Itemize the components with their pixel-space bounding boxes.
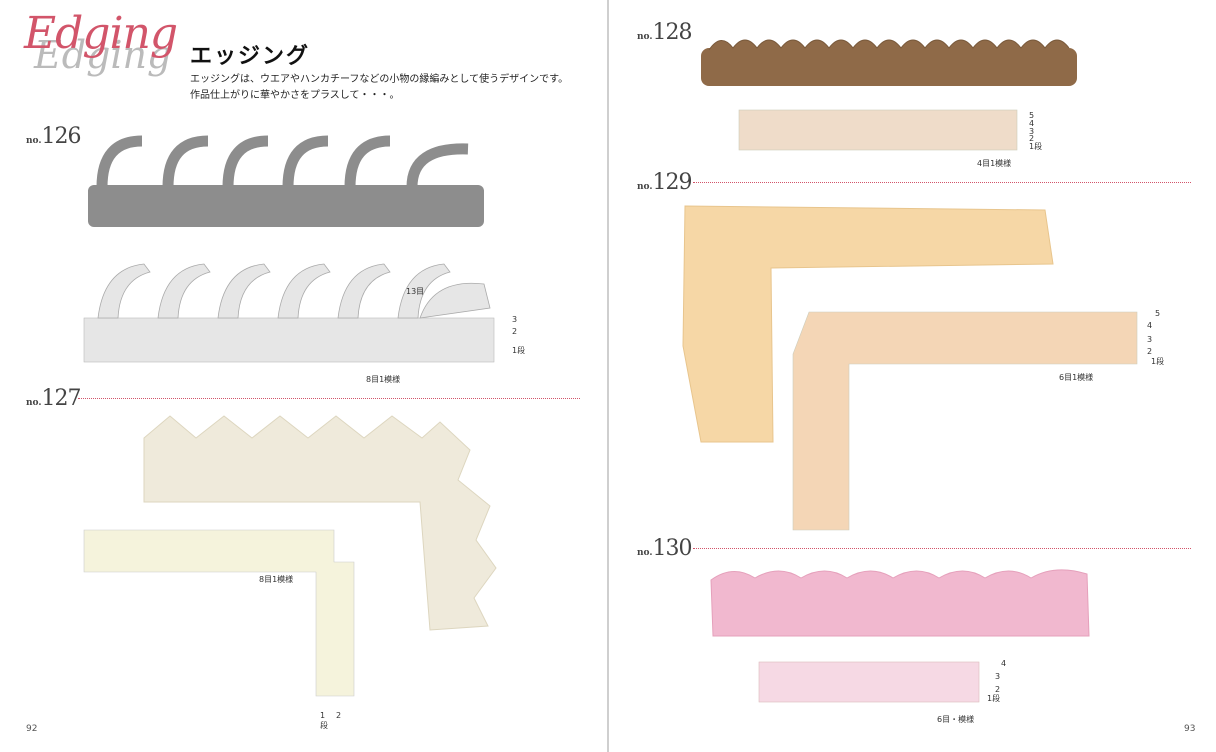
chart-127-repeat-note: 8目1模様: [259, 574, 293, 584]
pattern-number-129: no.129: [637, 170, 693, 195]
pattern-number-130: no.130: [637, 536, 693, 561]
chart-128-row-3: 3: [1029, 127, 1034, 136]
chart-130-row-2: 2: [995, 685, 1000, 694]
chart-130-row-3: 3: [995, 672, 1000, 681]
chart-129-row-3: 3: [1147, 335, 1152, 344]
chart-130-band: [758, 661, 980, 703]
chart-127-row-1: 1: [320, 711, 325, 720]
chart-129-repeat-note: 6目1模様: [1059, 372, 1093, 382]
separator-129: [693, 182, 1191, 183]
chart-128: 5 4 3 2 1段 4目1模様: [738, 109, 1042, 168]
swatch-128-puffs: [708, 39, 1070, 51]
swatch-128-band: [701, 48, 1077, 86]
swatch-129-shape: [682, 205, 1054, 443]
swatch-126-band: [88, 185, 484, 227]
intro-line-1: エッジングは、ウエアやハンカチーフなどの小物の縁編みとして使うデザインです。: [190, 74, 569, 85]
chart-127: 8目1模様 1 2 段: [83, 529, 355, 730]
chart-127-row-label: 段: [320, 720, 328, 730]
left-page: Edging Edging エッジング エッジングは、ウエアやハンカチーフなどの…: [0, 0, 607, 752]
separator-127: [78, 398, 580, 399]
chart-128-row-2: 2: [1029, 134, 1034, 143]
chart-126-repeat-note: 8目1模様: [366, 374, 400, 384]
page-number-left: 92: [26, 724, 38, 734]
pattern-number-126: no.126: [26, 124, 82, 149]
page-gutter: [607, 0, 609, 752]
swatch-130-shape: [710, 569, 1090, 637]
swatch-126-photo: [88, 135, 484, 227]
pattern-number-128: no.128: [637, 20, 693, 45]
edging-title-shadow: Edging: [34, 33, 172, 77]
chart-129-row-4: 4: [1147, 321, 1152, 330]
chart-127-shape: [83, 529, 355, 697]
chart-128-row-4: 4: [1029, 119, 1034, 128]
swatch-127-shape: [143, 415, 497, 631]
chart-126: 13目 3 2 1段 8目1模様: [83, 263, 525, 384]
chart-129-row-1: 1段: [1151, 356, 1164, 366]
chart-128-repeat-note: 4目1模様: [977, 158, 1011, 168]
chart-130: 4 3 2 1段 6目・模様: [758, 659, 1006, 724]
separator-130: [693, 548, 1191, 549]
chart-128-row-1: 1段: [1029, 141, 1042, 151]
chart-126-marker: 13目: [406, 287, 424, 296]
chart-127-row-2: 2: [336, 711, 341, 720]
intro-text: エッジングは、ウエアやハンカチーフなどの小物の縁編みとして使うデザインです。 作…: [190, 72, 590, 104]
page-title: エッジング: [190, 44, 311, 69]
chart-129: 5 4 3 2 1段 6目1模様: [792, 309, 1164, 531]
pattern-number-127: no.127: [26, 386, 82, 411]
chart-128-band: [738, 109, 1018, 151]
chart-126-row-3: 3: [512, 315, 517, 324]
chart-126-base: [83, 317, 495, 363]
swatch-127-photo: [143, 415, 497, 631]
swatch-128-photo: [701, 39, 1077, 86]
chart-126-arches: [97, 263, 491, 319]
chart-126-row-1: 1段: [512, 345, 525, 355]
chart-128-row-5: 5: [1029, 111, 1034, 120]
chart-126-row-2: 2: [512, 327, 517, 336]
chart-129-shape: [792, 311, 1138, 531]
swatch-130-photo: [710, 569, 1090, 637]
chart-130-repeat-note: 6目・模様: [937, 714, 974, 724]
edging-script-title: Edging: [24, 8, 178, 59]
chart-129-row-2: 2: [1147, 347, 1152, 356]
swatch-129-photo: [682, 205, 1054, 443]
chart-130-row-1: 1段: [987, 693, 1000, 703]
chart-129-row-5: 5: [1155, 309, 1160, 318]
page-number-right: 93: [1184, 724, 1196, 734]
chart-130-row-4: 4: [1001, 659, 1006, 668]
swatch-126-arches: [96, 135, 469, 188]
right-page: no.128 5 4 3 2 1段 4目1模様 no.129 5 4 3 2 1…: [609, 0, 1216, 752]
intro-line-2: 作品仕上がりに華やかさをプラスして・・・。: [190, 90, 400, 101]
